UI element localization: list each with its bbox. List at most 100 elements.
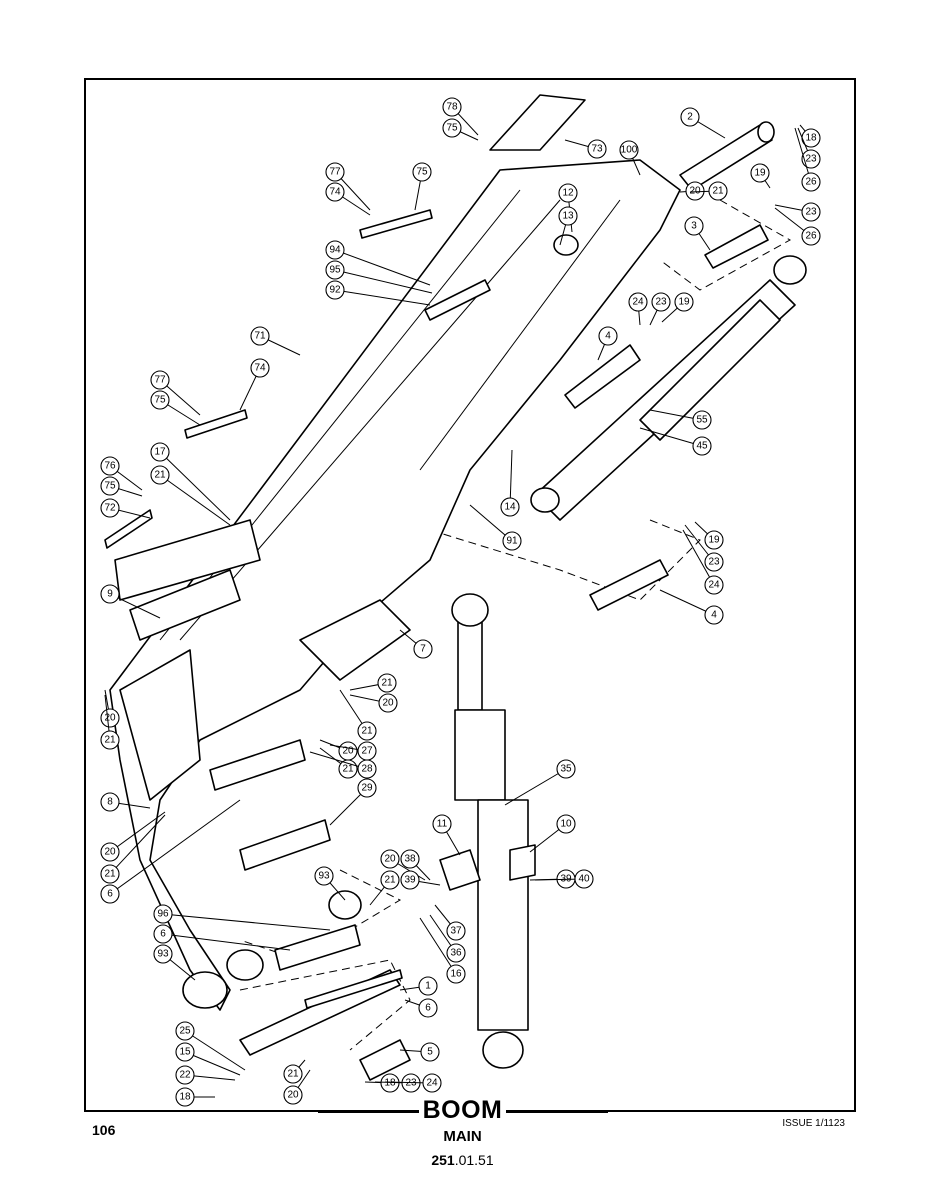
callout-number: 4 — [605, 331, 611, 342]
callout-number: 26 — [805, 231, 817, 242]
callout-number: 21 — [381, 678, 393, 689]
callout-circle — [283, 1085, 303, 1105]
callout-35: 35 — [504, 759, 576, 806]
callout-23: 23 — [684, 524, 724, 572]
callout-number: 94 — [329, 245, 341, 256]
callout-circle — [502, 531, 522, 551]
callout-circle — [150, 390, 170, 410]
callout-circle — [325, 162, 345, 182]
callout-6: 6 — [153, 924, 291, 951]
callout-25: 25 — [175, 1021, 246, 1071]
callout-number: 21 — [342, 764, 354, 775]
callout-circle — [175, 1042, 195, 1062]
issue-label: ISSUE 1/1123 — [782, 1118, 845, 1129]
callout-20: 20 — [283, 1069, 311, 1105]
callout-circle — [100, 842, 120, 862]
page-number: 106 — [92, 1122, 116, 1138]
callout-number: 24 — [632, 297, 644, 308]
upper-cylinder — [530, 255, 807, 521]
lift-cylinder — [451, 593, 529, 1069]
callout-number: 23 — [805, 207, 817, 218]
callout-19: 19 — [694, 521, 724, 550]
callout-circle — [175, 1065, 195, 1085]
callout-number: 23 — [655, 297, 667, 308]
callout-number: 21 — [154, 470, 166, 481]
callout-78: 78 — [442, 97, 479, 136]
page-title: BOOM — [0, 1096, 925, 1125]
callout-leader — [109, 799, 241, 895]
callout-circle — [708, 181, 728, 201]
callout-75: 75 — [412, 162, 432, 211]
main-boom — [109, 159, 681, 1011]
callout-24: 24 — [628, 292, 648, 326]
callout-91: 91 — [469, 504, 522, 551]
top-plates — [104, 94, 586, 549]
callout-number: 19 — [678, 297, 690, 308]
callout-number: 15 — [179, 1047, 191, 1058]
callout-number: 35 — [560, 764, 572, 775]
section-code: 251.01.51 — [0, 1152, 925, 1168]
callout-36: 36 — [429, 914, 466, 963]
callout-12: 12 — [558, 183, 578, 233]
callout-22: 22 — [175, 1065, 236, 1085]
callout-29: 29 — [329, 778, 377, 826]
callout-number: 38 — [404, 854, 416, 865]
callout-circle — [556, 759, 576, 779]
callout-leader — [682, 529, 715, 586]
wear-pads — [209, 739, 536, 1009]
callout-number: 55 — [696, 415, 708, 426]
callout-number: 76 — [104, 461, 116, 472]
callout-circle — [598, 326, 618, 346]
callout-number: 45 — [696, 441, 708, 452]
callout-10: 10 — [529, 814, 576, 853]
callout-number: 75 — [446, 123, 458, 134]
callout-circle — [314, 866, 334, 886]
callout-18: 18 — [799, 124, 821, 148]
callout-number: 20 — [104, 713, 116, 724]
callout-21: 21 — [689, 181, 728, 201]
callout-number: 7 — [420, 644, 426, 655]
callout-77: 77 — [325, 162, 371, 211]
callout-circle — [750, 163, 770, 183]
callout-circle — [432, 814, 452, 834]
callout-number: 6 — [160, 929, 166, 940]
callout-95: 95 — [325, 260, 433, 294]
callout-leader — [184, 1051, 241, 1076]
callout-circle — [684, 216, 704, 236]
callout-leader — [159, 474, 231, 526]
callout-number: 96 — [157, 909, 169, 920]
callout-number: 24 — [708, 580, 720, 591]
callout-number: 77 — [329, 167, 341, 178]
callout-number: 21 — [287, 1069, 299, 1080]
callout-circle — [442, 118, 462, 138]
callout-circle — [692, 410, 712, 430]
callout-21: 21 — [283, 1059, 306, 1084]
callout-circle — [325, 240, 345, 260]
callout-circle — [325, 280, 345, 300]
callout-circle — [674, 292, 694, 312]
callout-21: 21 — [339, 689, 377, 741]
callout-number: 91 — [506, 536, 518, 547]
callout-circle — [283, 1064, 303, 1084]
callout-circle — [378, 693, 398, 713]
callout-leader — [162, 913, 331, 931]
callout-circle — [587, 139, 607, 159]
callout-circle — [418, 998, 438, 1018]
callout-72: 72 — [100, 498, 151, 519]
callout-leader — [334, 269, 433, 294]
callout-number: 21 — [712, 186, 724, 197]
callout-circle — [692, 436, 712, 456]
callout-number: 21 — [361, 726, 373, 737]
callout-circle — [704, 605, 724, 625]
callout-circle — [704, 552, 724, 572]
callout-circle — [574, 869, 594, 889]
callout-circle — [422, 1073, 442, 1093]
callout-number: 29 — [361, 783, 373, 794]
callout-37: 37 — [434, 904, 466, 941]
callout-23: 23 — [774, 202, 821, 222]
callout-circle — [357, 759, 377, 779]
callout-leader — [184, 1030, 246, 1071]
callout-75: 75 — [150, 390, 201, 426]
callout-number: 21 — [384, 875, 396, 886]
callout-74: 74 — [239, 358, 270, 411]
